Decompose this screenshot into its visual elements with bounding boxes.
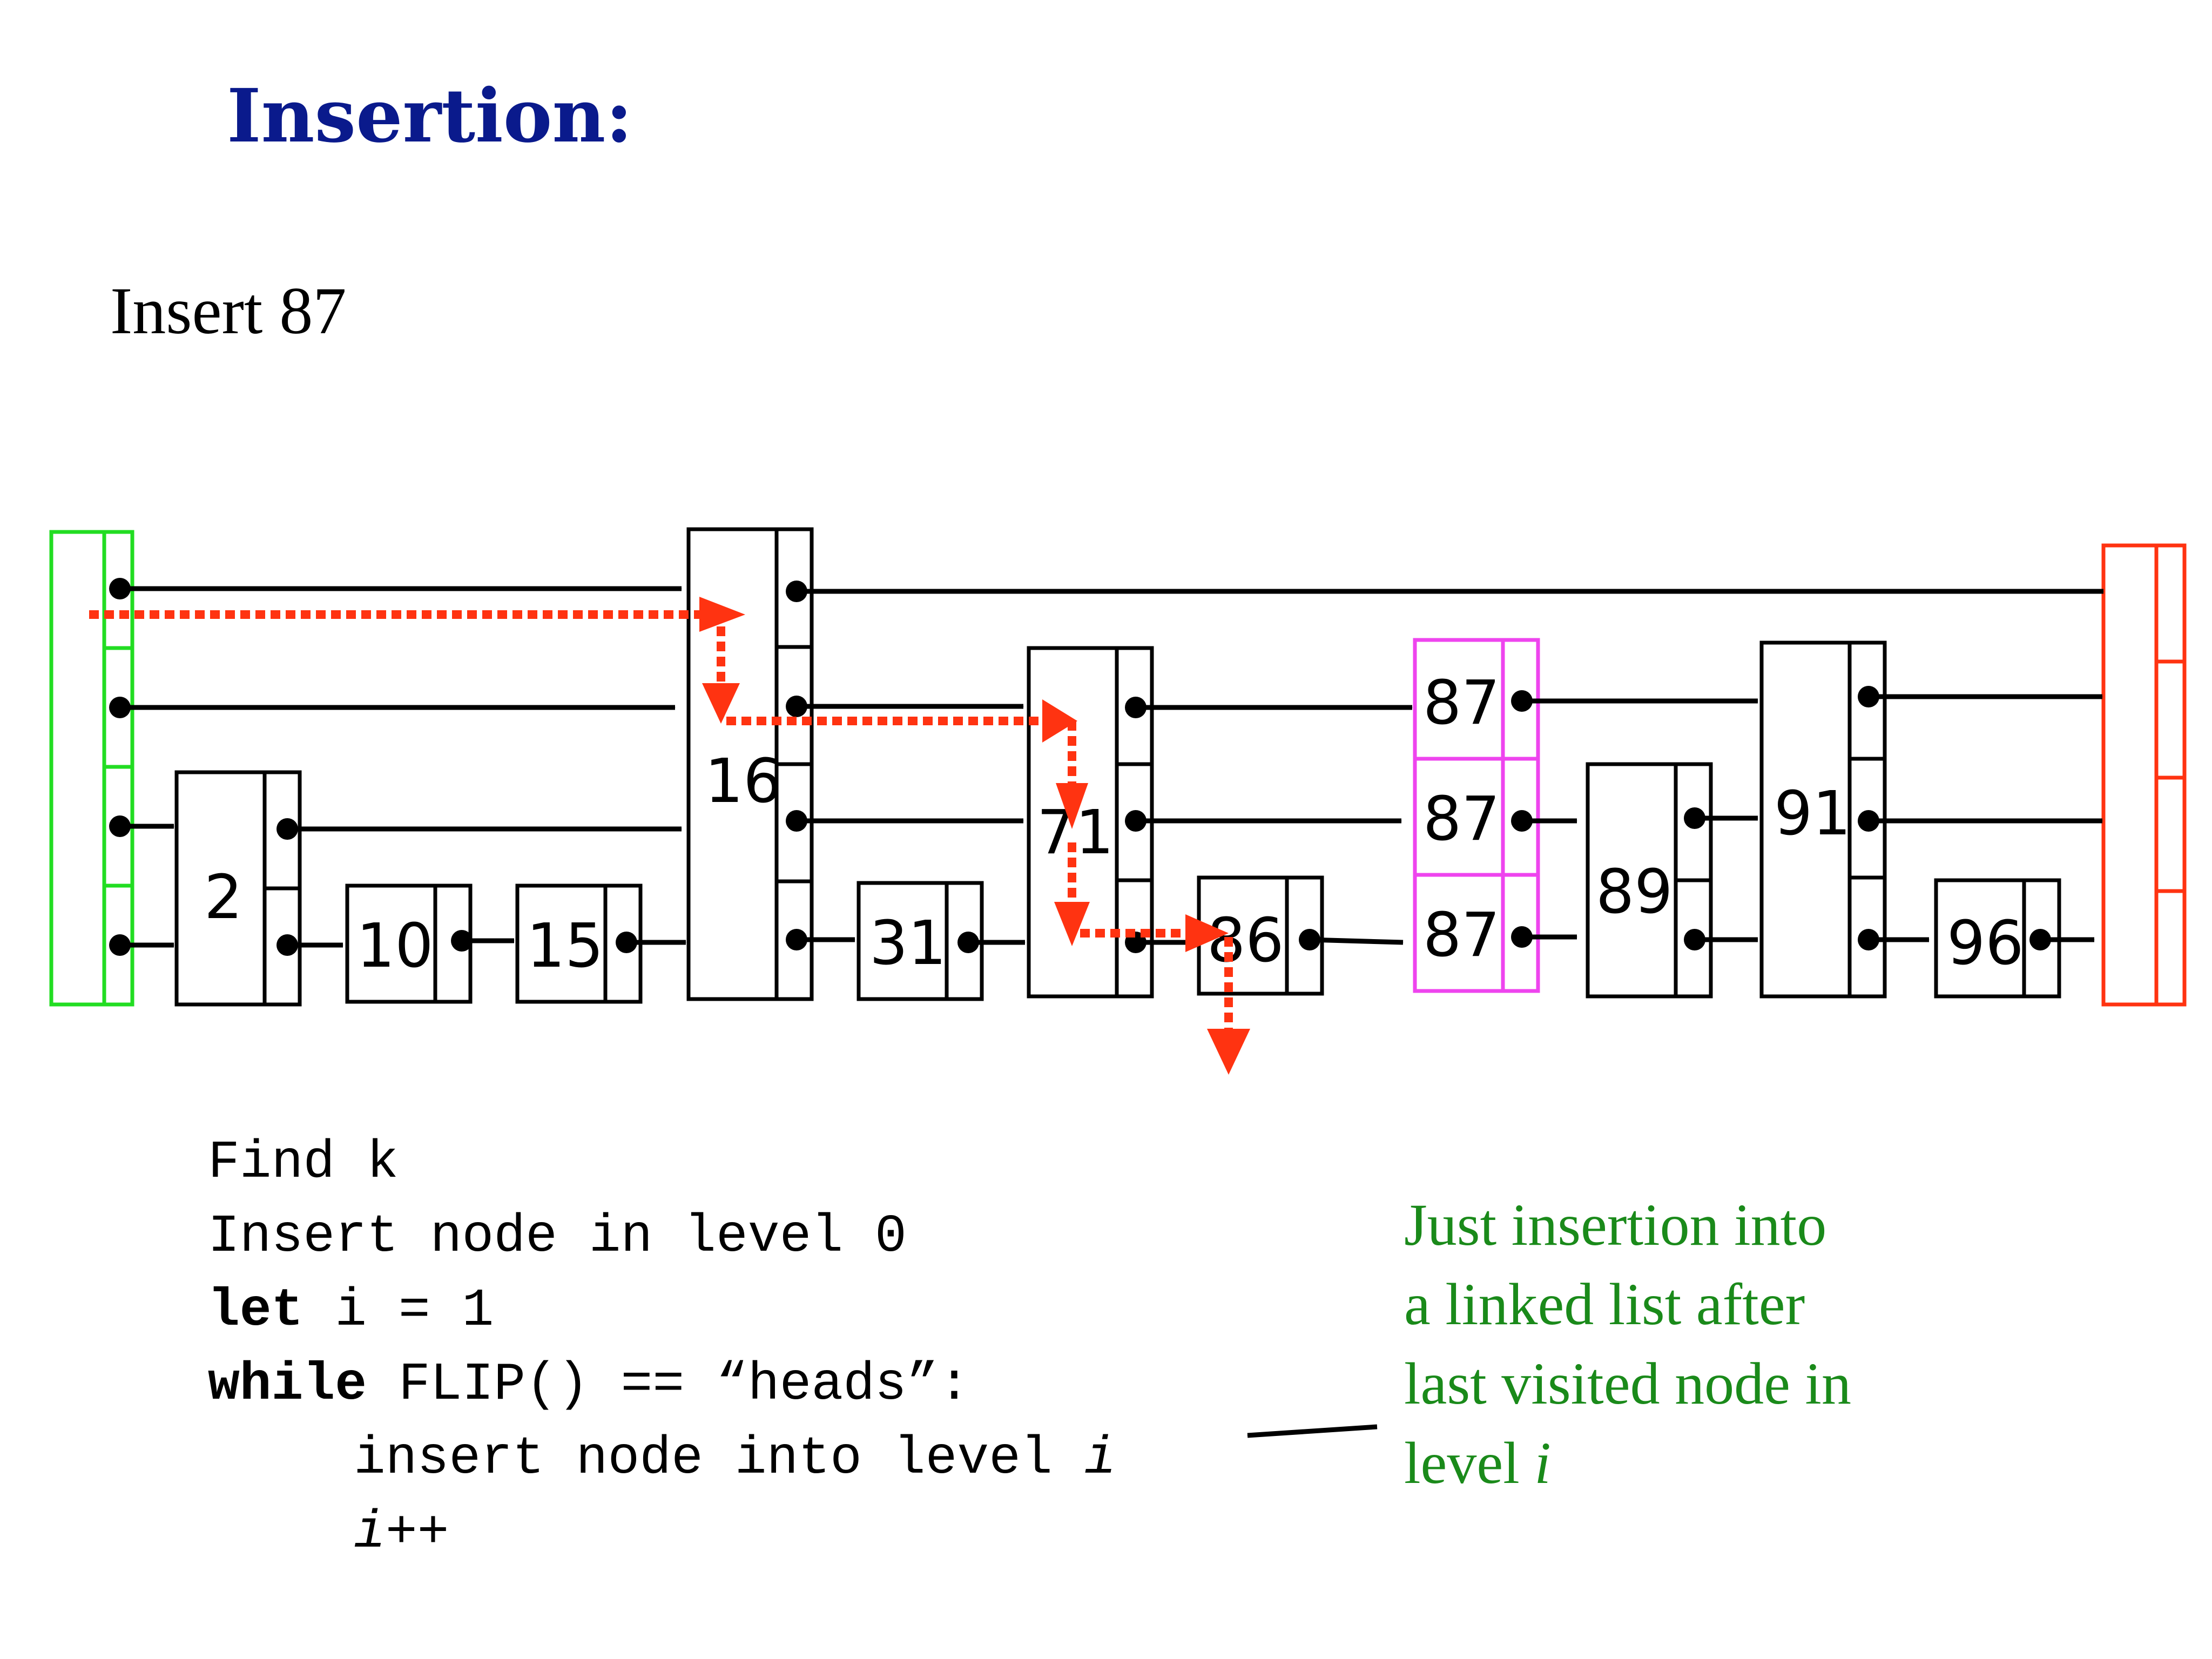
code-variable: i [354, 1503, 386, 1563]
tail-sentinel [2101, 543, 2187, 1007]
annotation-note: Just insertion into a linked list after … [1404, 1185, 1851, 1503]
node-key: 16 [705, 746, 782, 817]
code-line-5: insert node into level i [208, 1422, 1116, 1496]
note-variable: i [1534, 1430, 1551, 1496]
node-16 [686, 527, 814, 1001]
node-key: 96 [1947, 908, 2024, 979]
node-key: 87 [1423, 900, 1500, 970]
code-line-4: while FLIP() == “heads”: [208, 1348, 1116, 1422]
code-line-6: i++ [208, 1496, 1116, 1570]
code-text: FLIP() == “heads”: [367, 1355, 970, 1415]
pointer-dots [109, 578, 2051, 956]
node-key: 15 [527, 911, 604, 981]
code-keyword: while [208, 1355, 367, 1415]
subtitle: Insert 87 [110, 274, 347, 348]
code-line-3: let i = 1 [208, 1274, 1116, 1348]
node-key: 87 [1423, 784, 1500, 854]
node-key: 86 [1207, 906, 1284, 976]
node-key: 87 [1423, 668, 1500, 738]
pointer-arrows [120, 586, 2104, 948]
head-sentinel [49, 530, 134, 1007]
code-line-2: Insert node in level 0 [208, 1207, 907, 1267]
note-line-1: Just insertion into [1404, 1192, 1827, 1258]
slide-title: Insertion: [227, 73, 633, 159]
code-text: i = 1 [303, 1281, 494, 1341]
code-line-1: Find k [208, 1133, 399, 1193]
node-key: 31 [869, 908, 947, 979]
node-key: 89 [1596, 857, 1673, 927]
code-keyword: let [208, 1281, 304, 1341]
node-2 [174, 770, 302, 1007]
node-key: 10 [356, 911, 434, 981]
search-path-arrowheads [699, 597, 1250, 1075]
node-key: 91 [1774, 779, 1851, 849]
note-text: level [1404, 1430, 1535, 1496]
node-key: 2 [204, 862, 242, 933]
code-variable: i [1084, 1429, 1116, 1489]
node-89 [1586, 762, 1713, 999]
code-text: insert node into level [354, 1429, 1084, 1489]
note-line-2: a linked list after [1404, 1271, 1805, 1337]
note-line-4: level i [1404, 1424, 1851, 1503]
inserted-node-87 [1413, 638, 1540, 993]
code-text: ++ [385, 1503, 449, 1563]
note-line-3: last visited node in [1404, 1351, 1851, 1417]
annotation-arrow [1247, 1424, 1378, 1438]
